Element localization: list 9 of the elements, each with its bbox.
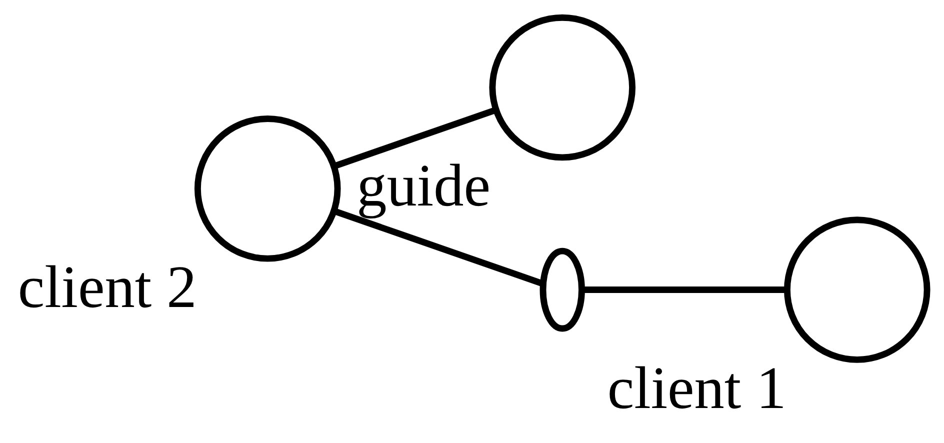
node-label: client 1 [607,354,786,422]
node-label: guide [356,152,491,220]
node-label: client 2 [18,253,197,320]
connector [333,106,497,169]
node-circle [784,216,930,362]
node-circle [489,14,636,160]
node-ellipse [540,247,585,332]
node-circle [194,115,341,262]
connector [582,286,787,292]
